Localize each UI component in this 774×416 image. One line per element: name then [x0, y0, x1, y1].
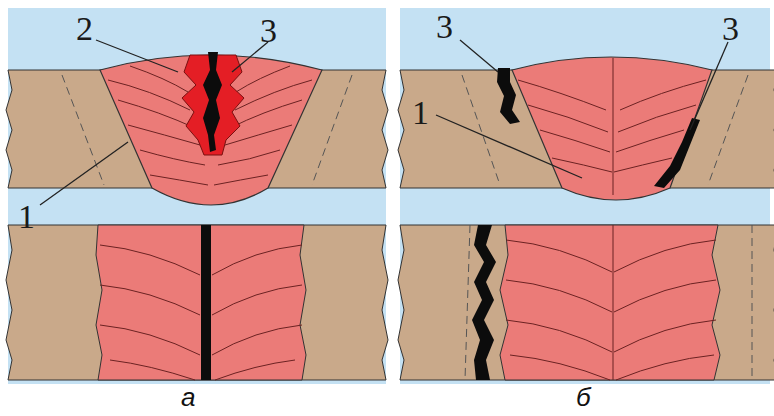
hot-crack-plan [201, 225, 211, 380]
cold-crack [497, 68, 520, 124]
panel-caption: а [181, 384, 195, 410]
base-plate-plan [398, 225, 774, 380]
hot-crack [203, 52, 222, 152]
base-plate-plan [6, 225, 388, 380]
cold-crack-plan [472, 225, 496, 380]
callout-number: 3 [436, 10, 453, 44]
callout-number: 1 [412, 96, 429, 130]
fusion-boundary [465, 225, 752, 380]
callout-number: 1 [18, 200, 35, 234]
leader-line [436, 40, 728, 178]
weld-bead [512, 57, 712, 200]
callout-number: 2 [76, 12, 93, 46]
weld-bead-plan [500, 225, 720, 380]
callout-number: 3 [722, 12, 739, 46]
leader-line [40, 40, 268, 205]
panel-caption: б [576, 384, 591, 410]
callout-number: 3 [260, 14, 277, 48]
ripple-lines [506, 225, 716, 380]
cold-crack [654, 118, 700, 188]
weld-bead-plan [96, 225, 306, 380]
grain-lines [518, 58, 706, 195]
